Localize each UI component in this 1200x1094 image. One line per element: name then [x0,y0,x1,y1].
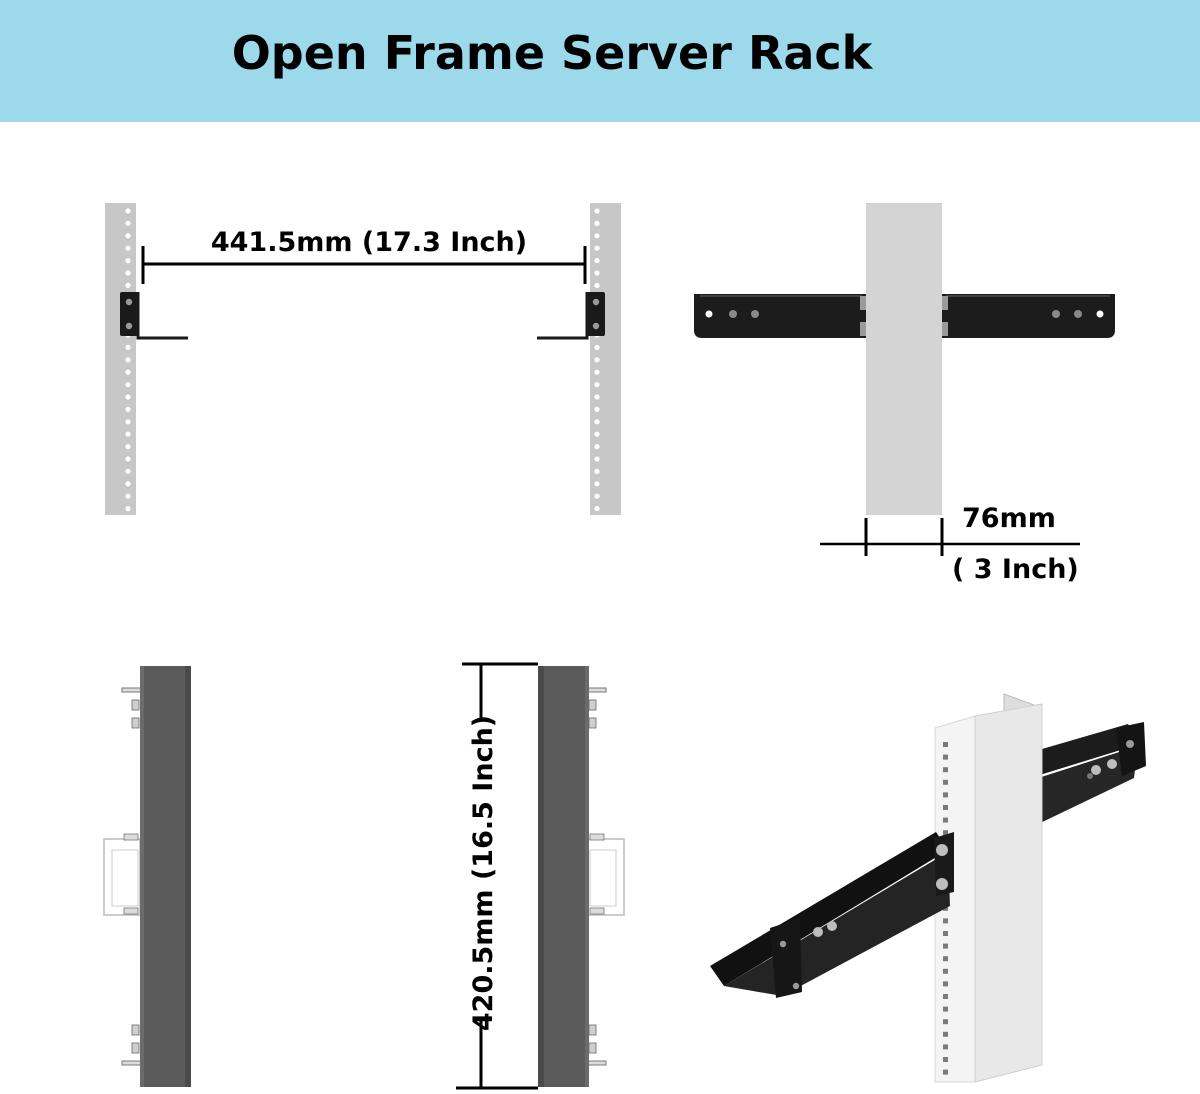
post-hole [125,456,131,462]
post-hole [594,282,600,288]
post-hole [594,493,600,499]
post-hole [594,258,600,264]
iso-front-bracket [710,832,954,998]
post-hole [943,994,948,999]
post-width-dimension: 76mm ( 3 Inch) [820,503,1080,585]
left-post [105,203,136,515]
post-hole [594,444,600,450]
left-bracket [120,292,188,340]
post-hole [125,369,131,375]
post-hole [594,456,600,462]
post-hole [943,981,948,987]
post-hole [943,792,948,798]
post-hole [125,270,131,276]
post-hole [594,382,600,388]
post-hole [594,245,600,251]
post-hole [943,956,948,962]
post-hole [594,270,600,276]
isometric-view [710,693,1146,1083]
post-hole [125,506,131,512]
post-hole [125,357,131,363]
post-hole [943,1006,948,1012]
post-hole [594,220,600,226]
post-hole [125,419,131,425]
side-view: 76mm ( 3 Inch) [694,203,1115,585]
iso-post-side [974,703,1043,1083]
side-left-bracket [694,294,868,338]
iso-back-bracket [1018,722,1146,826]
post-hole [943,1069,948,1075]
post-width-inch-label: ( 3 Inch) [952,554,1079,585]
page-title: Open Frame Server Rack [231,26,873,80]
post-hole [943,817,948,823]
front-view: 441.5mm (17.3 Inch) [105,203,621,515]
top-view: 420.5mm (16.5 Inch) [103,662,625,1090]
post-hole [943,1031,948,1037]
post-hole [125,382,131,388]
post-width-mm-label: 76mm [962,503,1056,534]
post-hole [943,805,948,810]
post-hole [943,767,948,773]
post-hole [594,506,600,512]
width-dimension: 441.5mm (17.3 Inch) [141,227,587,284]
post-hole [943,779,948,785]
post-hole [943,830,948,836]
post-hole [594,233,600,239]
post-hole [943,1044,948,1050]
post-hole [594,406,600,412]
post-hole [125,258,131,264]
post-hole [943,754,948,760]
right-bracket [537,292,605,340]
post-hole [594,394,600,400]
post-hole [594,369,600,375]
post-hole [125,406,131,412]
post-hole [125,493,131,499]
post-hole [125,220,131,226]
left-rail [103,666,191,1087]
post-hole [594,344,600,350]
post-hole [125,468,131,474]
post-hole [943,1057,948,1062]
rail-length-label: 420.5mm (16.5 Inch) [468,715,499,1031]
post-hole [125,394,131,400]
post-hole [594,419,600,425]
side-right-bracket [940,294,1115,338]
right-rail [538,666,625,1087]
post-hole [594,481,600,487]
post-hole [594,208,600,214]
post-hole [594,468,600,474]
post-hole [943,742,948,747]
side-post [866,203,942,515]
post-hole [594,357,600,363]
post-hole [125,444,131,450]
post-hole [125,208,131,214]
post-hole [594,431,600,437]
post-hole [125,245,131,251]
rail-length-dimension: 420.5mm (16.5 Inch) [456,662,538,1090]
post-hole [125,282,131,288]
post-hole [125,431,131,437]
post-hole [943,943,948,949]
post-hole [125,344,131,350]
post-hole [125,233,131,239]
header-band [0,0,1200,122]
post-hole [943,918,948,924]
post-hole [943,1019,948,1025]
post-hole [943,968,948,974]
post-hole [125,481,131,487]
post-hole [943,931,948,936]
width-dimension-label: 441.5mm (17.3 Inch) [211,227,527,258]
